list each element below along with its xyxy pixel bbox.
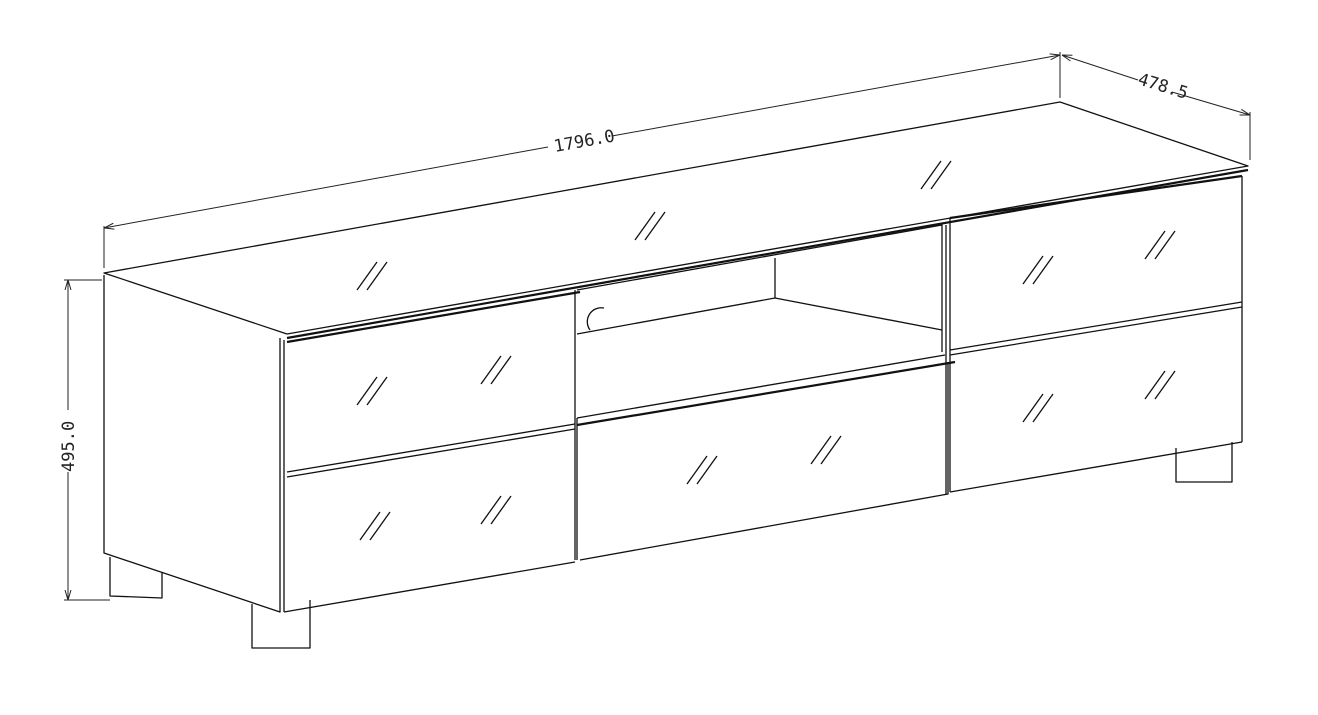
- glass-hatch-line: [490, 495, 512, 525]
- dimension-depth: 478.5: [1062, 55, 1250, 160]
- glass-hatch-line: [366, 376, 388, 406]
- height-label: 495.0: [59, 421, 79, 472]
- glass-hatch-line: [1032, 393, 1054, 423]
- glass-hatch-line: [1032, 255, 1054, 285]
- glass-hatch-line: [356, 261, 378, 291]
- middle-drawer: [576, 360, 956, 561]
- glass-hatch-line: [686, 455, 708, 485]
- cabinet-left-side: [103, 275, 281, 613]
- glass-hatch-line: [920, 160, 942, 190]
- right-drawers: [945, 174, 1243, 494]
- glass-hatch-line: [1022, 393, 1044, 423]
- glass-hatch-line: [1154, 230, 1176, 260]
- depth-label: 478.5: [1136, 70, 1191, 104]
- glass-hatch-line: [480, 355, 502, 385]
- glass-hatch-line: [369, 511, 391, 541]
- glass-hatch-line: [366, 261, 388, 291]
- glass-hatch-line: [1022, 255, 1044, 285]
- glass-hatch-marks: [356, 160, 1176, 541]
- glass-hatch-line: [1144, 370, 1166, 400]
- cabinet-legs: [109, 442, 1233, 649]
- glass-hatch-line: [696, 455, 718, 485]
- glass-hatch-line: [810, 435, 832, 465]
- glass-hatch-line: [930, 160, 952, 190]
- glass-hatch-line: [1144, 230, 1166, 260]
- glass-hatch-line: [644, 211, 666, 241]
- glass-hatch-line: [490, 355, 512, 385]
- width-label: 1796.0: [552, 126, 616, 157]
- cabinet-top: [103, 101, 1249, 340]
- leg-right: [1175, 442, 1233, 483]
- dimension-width: 1796.0: [104, 52, 1060, 268]
- left-drawers: [283, 290, 581, 613]
- middle-open-shelf: [576, 224, 946, 560]
- glass-hatch-line: [1154, 370, 1176, 400]
- glass-hatch-line: [356, 376, 378, 406]
- leg-front-left: [251, 600, 311, 649]
- glass-hatch-line: [480, 495, 502, 525]
- glass-hatch-line: [634, 211, 656, 241]
- dimension-height: 495.0: [59, 279, 110, 601]
- leg-back-left: [109, 557, 163, 599]
- glass-hatch-line: [820, 435, 842, 465]
- cable-hole: [586, 307, 605, 331]
- glass-hatch-line: [359, 511, 381, 541]
